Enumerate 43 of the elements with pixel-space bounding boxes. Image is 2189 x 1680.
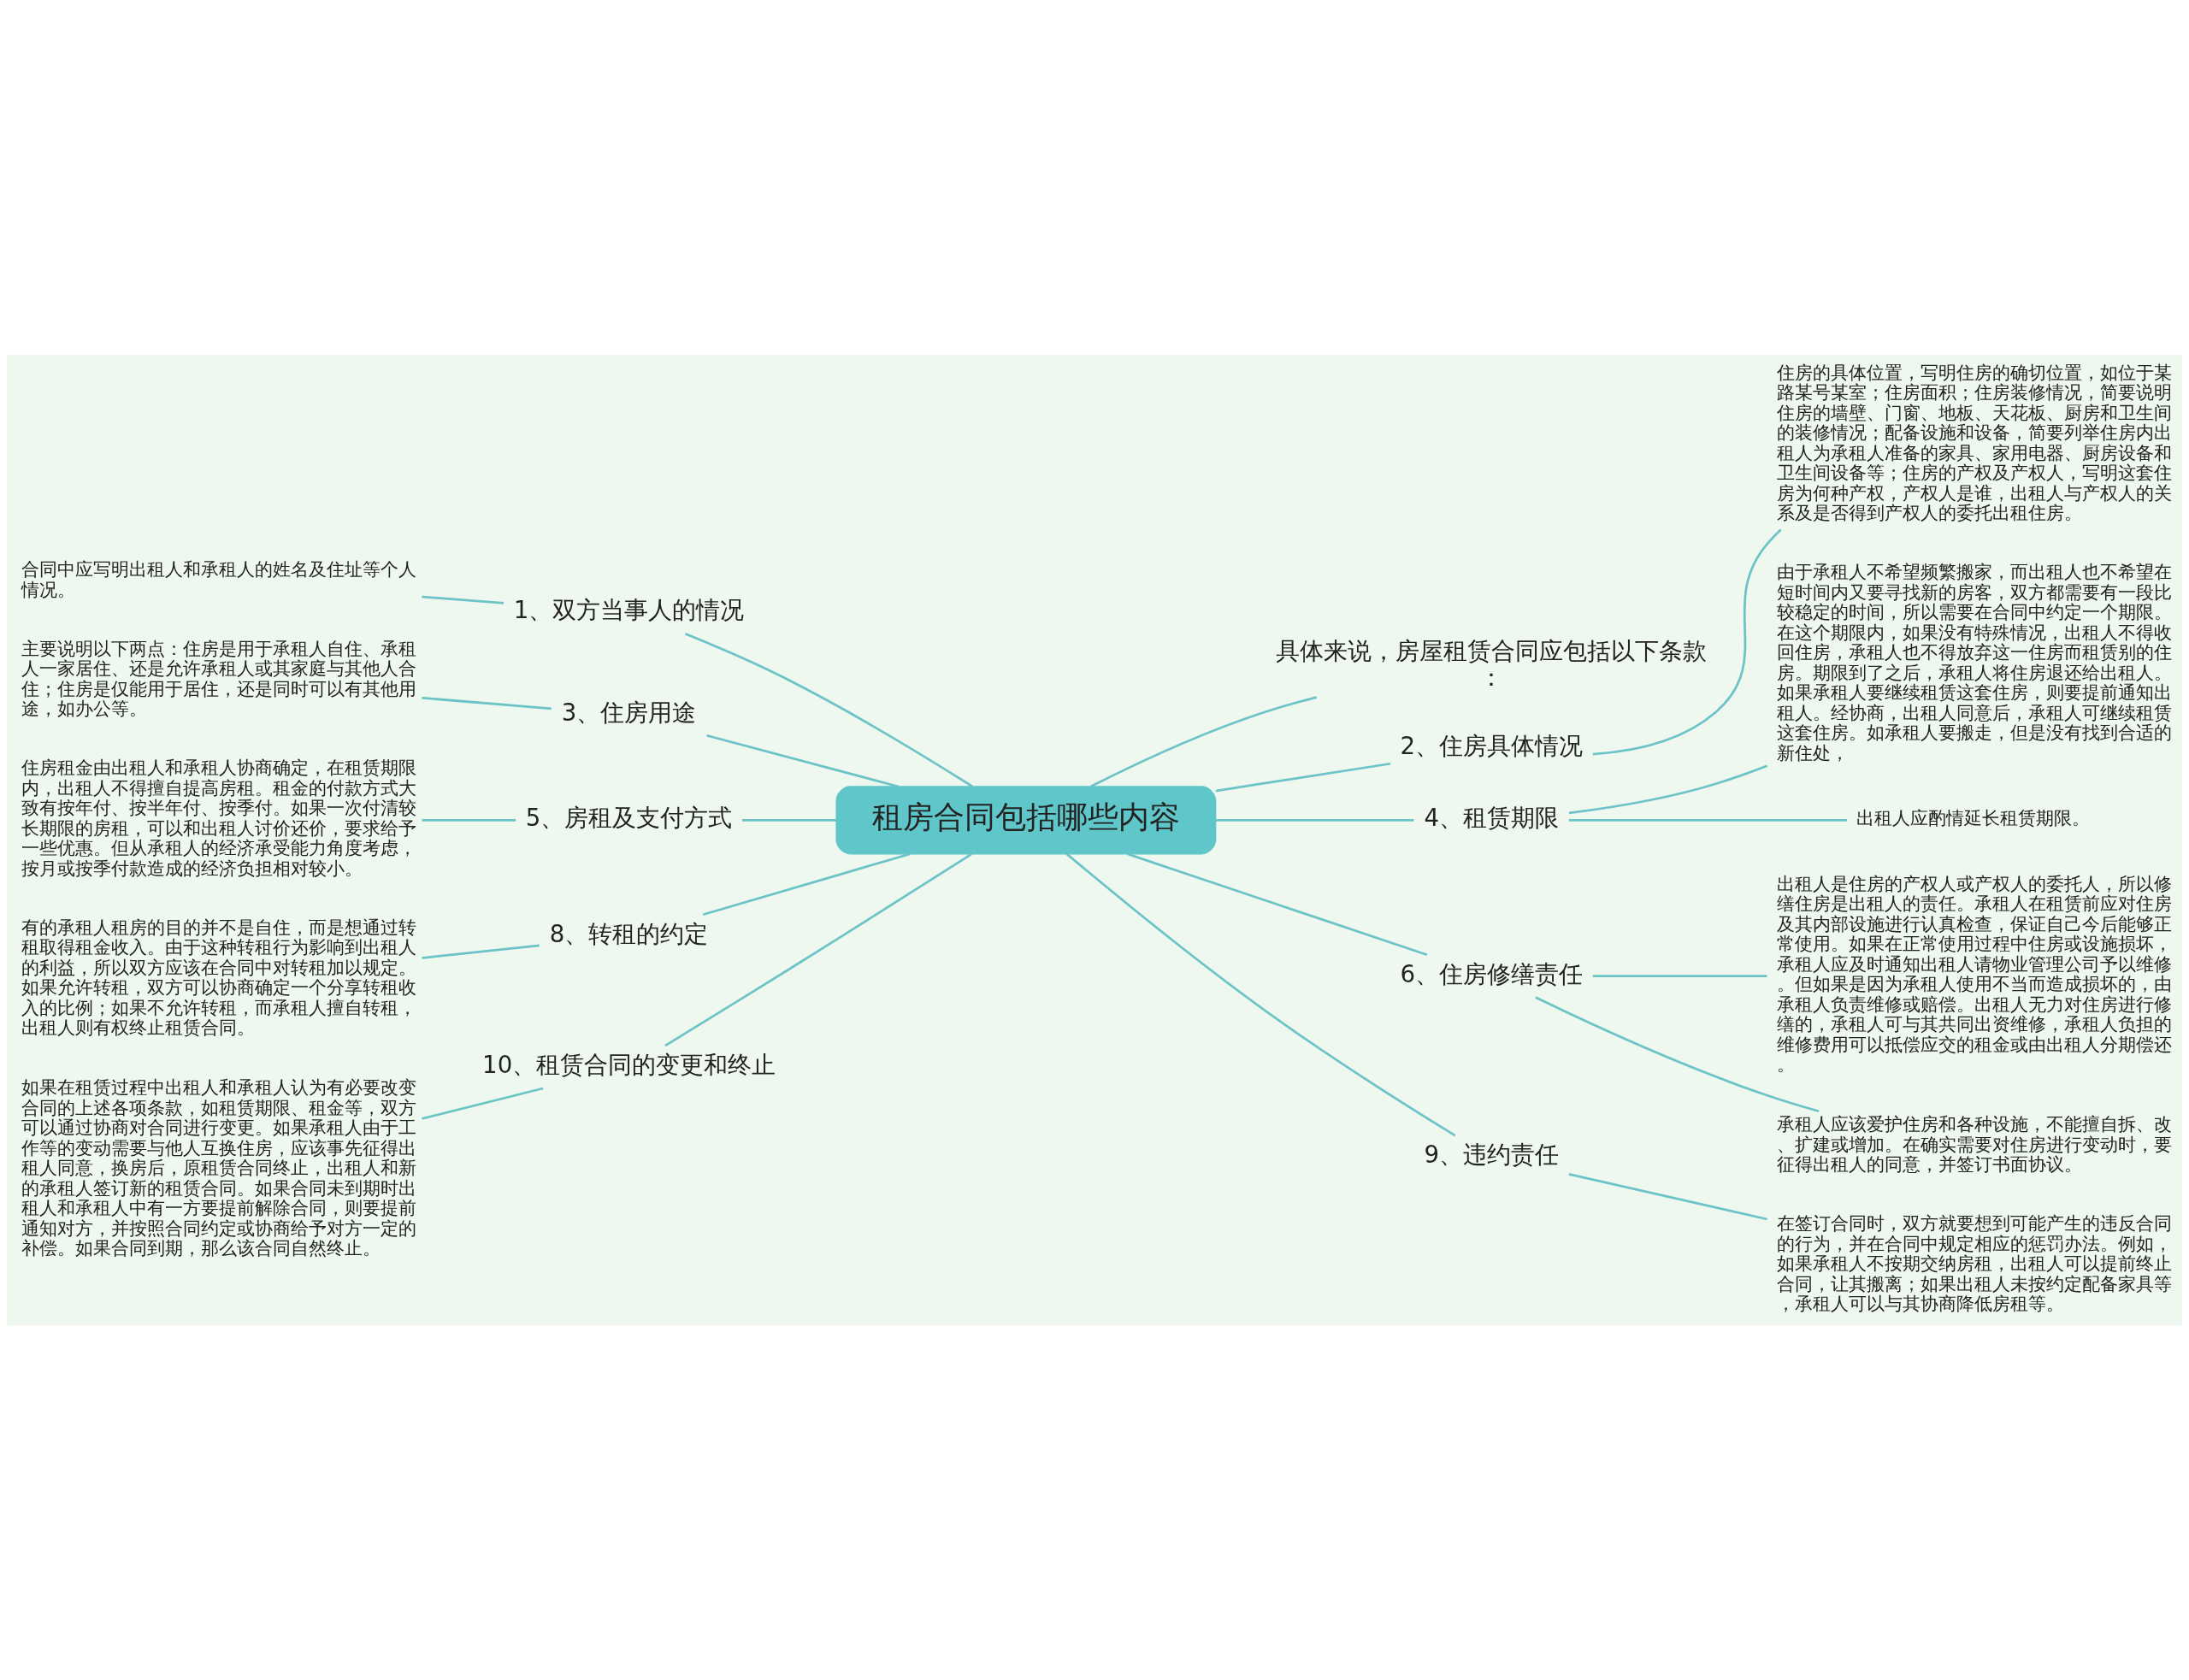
connector — [1568, 819, 1848, 822]
node-text: 具体来说，房屋租赁合同应包括以下条款： — [1276, 637, 1708, 692]
connector — [706, 734, 899, 788]
node-text: 在签订合同时，双方就要想到可能产生的违反合同的行为，并在合同中规定相应的惩罚办法。例如，如果承租人不按期交纳房租，出租人可以提前终止合同，让其搬离；如果出租人未按约定配备家具等，承租人可以与其协商降低房租等。 — [1776, 1213, 2172, 1315]
connector — [422, 696, 552, 710]
node-text: 合同中应写明出租人和承租人的姓名及住址等个人情况。 — [21, 559, 416, 600]
connector — [1065, 852, 1456, 1137]
connector — [1090, 696, 1318, 787]
connector — [422, 944, 540, 959]
connector — [664, 852, 973, 1047]
connector — [1592, 528, 1782, 756]
connector — [1535, 996, 1820, 1113]
node-text: 9、违约责任 — [1424, 1141, 1560, 1170]
connector — [422, 595, 504, 604]
node-text: 4、租赁期限 — [1424, 804, 1560, 833]
node-text: 出租人应酌情延长租赁期限。 — [1856, 808, 2091, 829]
connector — [1215, 762, 1391, 793]
node-text: 由于承租人不希望频繁搬家，而出租人也不希望在短时间内又要寻找新的房客，双方都需要有一段比较稳定的时间，所以需要在合同中约定一个期限。在这个期限内，如果没有特殊情况，出租人不得收回住房，承租人也不得放弃这一住房而租赁别的住房。期限到了之后，承租人将住房退还给出租人。如果承租人要继续租赁这套住房，则要提前通知出租人。经协商，出租人同意后，承租人可继续租赁这套住房。如承租人要搬走，但是没有找到合适的新住处， — [1776, 562, 2172, 763]
node-text: 承租人应该爱护住房和各种设施，不能擅自拆、改、扩建或增加。在确实需要对住房进行变动时，要征得出租人的同意，并签订书面协议。 — [1776, 1114, 2172, 1176]
node-text: 出租人是住房的产权人或产权人的委托人，所以修缮住房是出租人的责任。承租人在租赁前应对住房及其内部设施进行认真检查，保证自己今后能够正常使用。如果在正常使用过程中住房或设施损坏，承租人应及时通知出租人请物业管理公司予以维修。但如果是因为承租人使用不当而造成损坏的，由承租人负责维修或赔偿。出租人无力对住房进行修缮的，承租人可与其共同出资维修，承租人负担的维修费用可以抵偿应交的租金或由出租人分期偿还。 — [1776, 873, 2172, 1076]
node-text: 如果在租赁过程中出租人和承租人认为有必要改变合同的上述各项条款，如租赁期限、租金等，双方可以通过协商对合同进行变更。如果承租人由于工作等的变动需要与他人互换住房，应该事先征得出租人同意，换房后，原租赁合同终止，出租人和新的承租人签订新的租赁合同。如果合同未到期时出租人和承租人中有一方要提前解除合同，则要提前通知对方，并按照合同约定或协商给予对方一定的补偿。如果合同到期，那么该合同自然终止。 — [21, 1077, 416, 1259]
node-text: 2、住房具体情况 — [1400, 731, 1584, 760]
connector — [1568, 764, 1767, 815]
node-text: 3、住房用途 — [561, 699, 697, 728]
node-text: 住房的具体位置，写明住房的确切位置，如位于某路某号某室；住房面积；住房装修情况，简要说明住房的墙壁、门窗、地板、天花板、厨房和卫生间的装修情况；配备设施和设备，简要列举住房内出租人为承租人准备的家具、家用电器、厨房设备和卫生间设备等；住房的产权及产权人，写明这套住房为何种产权，产权人是谁，出租人与产权人的关系及是否得到产权人的委托出租住房。 — [1776, 362, 2172, 524]
connector — [1215, 819, 1414, 822]
node-text: 有的承租人租房的目的并不是自住，而是想通过转租取得租金收入。由于这种转租行为影响到出租人的利益，所以双方应该在合同中对转租加以规定。如果允许转租，双方可以协商确定一个分享转租收入的比例；如果不允许转租，而承租人擅自转租，出租人则有权终止租赁合同。 — [21, 917, 416, 1039]
connector — [702, 852, 911, 917]
node-text: 6、住房修缮责任 — [1400, 959, 1584, 988]
connector — [742, 819, 837, 822]
connector — [1127, 852, 1428, 957]
node-text: 主要说明以下两点：住房是用于承租人自住、承租人一家居住、还是允许承租人或其家庭与其他人合住；住房是仅能用于居住，还是同时可以有其他用途，如办公等。 — [21, 638, 416, 720]
connector — [422, 1087, 544, 1120]
connector — [1568, 1173, 1767, 1221]
node-text: 8、转租的约定 — [549, 919, 709, 948]
connector — [1592, 975, 1767, 978]
node-text: 5、房租及支付方式 — [525, 804, 733, 833]
node-text: 1、双方当事人的情况 — [513, 596, 745, 625]
connector — [684, 632, 973, 787]
node-text: 住房租金由出租人和承租人协商确定，在租赁期限内，出租人不得擅自提高房租。租金的付款方式大致有按年付、按半年付、按季付。如果一次付清较长期限的房租，可以和出租人讨价还价，要求给予一些优惠。但从承租人的经济承受能力角度考虑，按月或按季付款造成的经济负担相对较小。 — [21, 757, 416, 879]
node-text: 10、租赁合同的变更和终止 — [482, 1051, 776, 1080]
node-box: 租房合同包括哪些内容 — [835, 786, 1217, 855]
connector — [422, 819, 516, 822]
